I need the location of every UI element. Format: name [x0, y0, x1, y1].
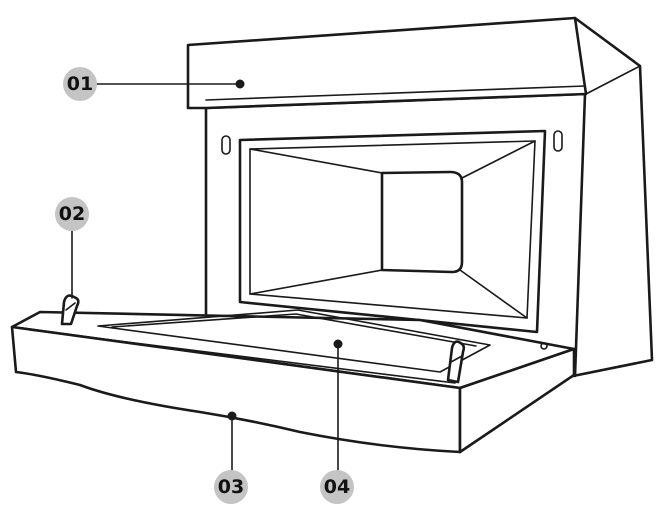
- cavity-corner-bottom-right: [459, 269, 528, 319]
- oven-cavity: [238, 129, 547, 334]
- door-edge-detail: [540, 342, 548, 350]
- door-side-face: [458, 347, 576, 454]
- callout-badge-02: 02: [55, 197, 89, 231]
- cavity-corner-bottom-left: [249, 269, 383, 295]
- cabinet-side-panel: [571, 16, 654, 378]
- latch-slot-left: [221, 135, 231, 155]
- cavity-outer-frame: [238, 129, 547, 334]
- callout-badge-03: 03: [214, 470, 248, 504]
- control-strip-lower-edge: [205, 85, 586, 101]
- latch-slot-right: [553, 130, 563, 152]
- door-window-inner-edge: [111, 313, 477, 347]
- callout-badge-04: 04: [320, 470, 354, 504]
- cabinet-side-seam: [585, 65, 641, 95]
- callout-badge-01: 01: [63, 67, 97, 101]
- door-edge-line: [29, 329, 456, 384]
- oven-door: [10, 309, 576, 454]
- callout-label-01: 01: [67, 73, 93, 95]
- latch-slots: [221, 130, 563, 155]
- latch-hooks: [60, 294, 466, 384]
- callout-label-02: 02: [59, 203, 85, 225]
- latch-hook-left: [60, 294, 80, 326]
- cavity-back-wall: [380, 170, 464, 274]
- leader-dot-03: [227, 411, 237, 421]
- cavity-corner-top-left: [249, 148, 383, 174]
- callout-label-04: 04: [324, 476, 350, 498]
- leader-dot-04: [333, 339, 343, 349]
- door-window-panel: [97, 309, 491, 373]
- callout-label-03: 03: [218, 476, 244, 498]
- control-panel-strip: [186, 16, 588, 110]
- door-front-face: [10, 325, 462, 454]
- leader-dot-01: [235, 79, 245, 89]
- cavity-corner-top-right: [461, 140, 536, 179]
- latch-hook-right: [446, 340, 466, 384]
- leader-lines: [71, 79, 343, 471]
